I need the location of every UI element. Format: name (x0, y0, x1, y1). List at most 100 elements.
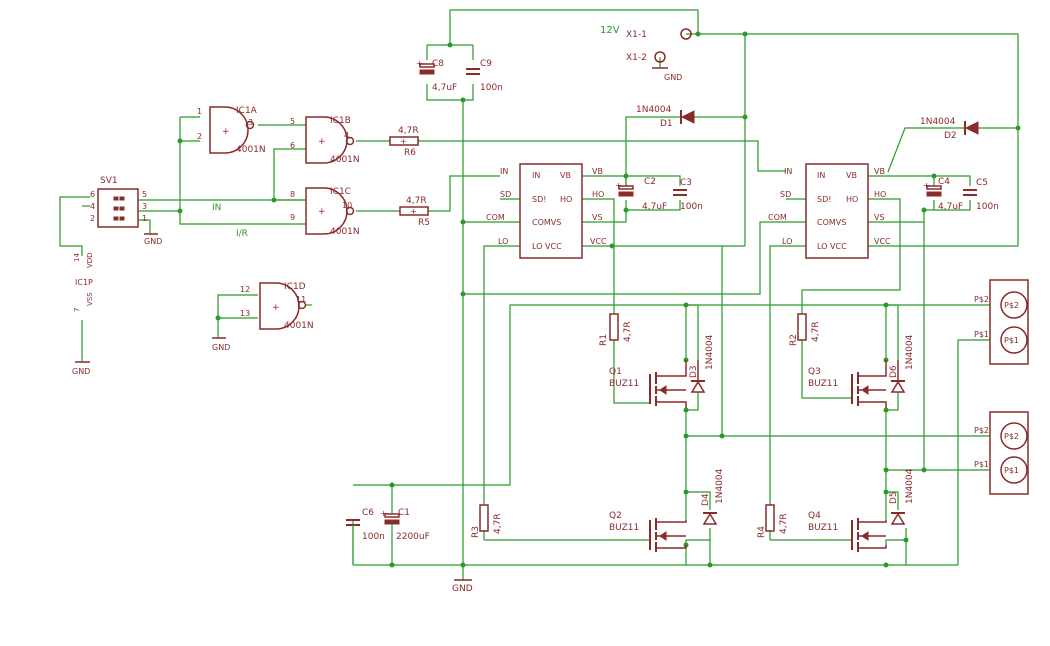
sv1-pin-1: 1 (142, 214, 147, 223)
svg-text:+: + (272, 303, 280, 313)
ic1p-vss: VSS (86, 292, 94, 306)
term2-ps1-label: P$1 (974, 460, 989, 469)
ic1a-pin1: 1 (197, 107, 202, 116)
wires (59, 9, 1019, 580)
gate-ic1c: + IC1C 4001N 8 9 10 (290, 187, 360, 237)
drv2-right-vb: VB (874, 167, 885, 176)
ic1b-type: 4001N (330, 155, 360, 165)
svg-text:+: + (318, 137, 326, 147)
c6-name: C6 (362, 508, 374, 518)
r1-value: 4,7R (623, 321, 633, 342)
r3-value: 4,7R (493, 513, 503, 534)
sv1-pin-6: 6 (90, 190, 95, 199)
diode-d2: 1N4004 D2 (920, 117, 979, 141)
drv1-inner-lovcc: LO VCC (532, 242, 562, 251)
resistor-r6: + 4,7R R6 (389, 126, 419, 158)
drv1-left-in: IN (500, 167, 508, 176)
term1-ps2-label: P$2 (974, 295, 989, 304)
c2-value: 4,7uF (642, 202, 667, 212)
gate-ic1b: + IC1B 4001N 5 6 4 (290, 116, 360, 165)
ic1d-name: IC1D (284, 282, 306, 292)
capacitor-c1: + C1 2200uF (380, 505, 430, 542)
connector-x1: X1-1 X1-2 GND (626, 28, 692, 82)
ic1p-pin7: 7 (73, 308, 81, 312)
capacitor-c9: C9 100n (466, 59, 503, 93)
c9-name: C9 (480, 59, 492, 69)
drv2-inner-lovcc: LO VCC (817, 242, 847, 251)
net-12v-label: 12V (600, 25, 620, 36)
svg-text:+: + (615, 181, 622, 190)
gate-ic1a: + IC1A 4001N 1 2 3 (197, 106, 266, 155)
diode-d4: D4 1N4004 (701, 468, 725, 525)
c8-name: C8 (432, 59, 444, 69)
drv2-left-com: COM (768, 213, 787, 222)
svg-text:+: + (400, 137, 407, 146)
drv1-inner-comvs: COMVS (532, 218, 561, 227)
capacitor-c2: + C2 4,7uF (615, 177, 667, 212)
ic1c-pin10: 10 (342, 201, 352, 210)
sv1-name: SV1 (100, 176, 118, 186)
d6-name: D6 (889, 365, 899, 378)
ic1d-pin13: 13 (240, 309, 250, 318)
mosfet-q2: Q2 BUZ11 (609, 511, 687, 552)
drv1-right-vcc: VCC (590, 237, 607, 246)
drv1-left-lo: LO (498, 237, 508, 246)
r2-value: 4,7R (811, 321, 821, 342)
ic1c-pin8: 8 (290, 190, 295, 199)
diode-d3: D3 1N4004 (689, 334, 715, 393)
resistor-r4: R4 4,7R (757, 504, 789, 538)
r4-value: 4,7R (779, 513, 789, 534)
drv2-inner-in: IN (817, 171, 825, 180)
terminal-block-top: P$2 P$1 P$2 P$1 (974, 279, 1029, 365)
r5-name: R5 (418, 218, 430, 228)
drv1-right-vb: VB (592, 167, 603, 176)
ic1c-name: IC1C (330, 187, 351, 197)
d2-type: 1N4004 (920, 117, 956, 127)
d1-name: D1 (660, 119, 673, 129)
gate-ic1d: + IC1D 4001N 12 13 11 GND (212, 282, 314, 352)
r6-name: R6 (404, 148, 416, 158)
q3-type: BUZ11 (808, 379, 838, 389)
drv2-left-in: IN (784, 167, 792, 176)
main-gnd-label: GND (452, 584, 473, 594)
drv2-inner-comvs: COMVS (817, 218, 846, 227)
c1-name: C1 (398, 508, 410, 518)
svg-text:+: + (923, 181, 930, 190)
driver-ic-left: IN SD COM LO IN SD! COMVS LO VCC VB HO V… (486, 163, 607, 259)
resistor-r5: + 4,7R R5 (399, 196, 430, 228)
driver-ic-right: IN SD COM LO IN SD! COMVS LO VCC VB HO V… (768, 163, 891, 259)
ic1a-pin3: 3 (248, 118, 253, 127)
terminal-block-bottom: P$2 P$1 P$2 P$1 (974, 411, 1029, 495)
sv1-pin-4: 4 (90, 202, 95, 211)
c1-value: 2200uF (396, 532, 430, 542)
d3-name: D3 (689, 365, 699, 378)
c9-value: 100n (480, 83, 503, 93)
ic1b-pin5: 5 (290, 117, 295, 126)
ic1c-pin9: 9 (290, 213, 295, 222)
r5-value: 4,7R (406, 196, 427, 206)
svg-text:+: + (416, 59, 423, 68)
q3-name: Q3 (808, 367, 821, 377)
c5-name: C5 (976, 178, 988, 188)
d5-type: 1N4004 (905, 468, 915, 504)
diode-d1: 1N4004 D1 (636, 105, 695, 129)
mosfet-q4: Q4 BUZ11 (808, 511, 887, 552)
capacitor-c5: C5 100n (963, 178, 999, 212)
drv1-right-vs: VS (592, 213, 603, 222)
ic1b-pin4: 4 (344, 131, 349, 140)
q4-type: BUZ11 (808, 523, 838, 533)
drv2-left-sd: SD (780, 190, 791, 199)
main-gnd-symbol: GND (452, 579, 473, 594)
drv2-inner-vb: VB (846, 171, 857, 180)
r6-value: 4,7R (398, 126, 419, 136)
net-in-label: IN (212, 203, 221, 213)
x1-1-label: X1-1 (626, 30, 647, 40)
ic1a-pin2: 2 (197, 132, 202, 141)
drv1-inner-ho: HO (560, 195, 572, 204)
r2-name: R2 (789, 334, 799, 346)
drv1-right-ho: HO (592, 190, 604, 199)
ic1p-vdd: VDD (86, 252, 94, 268)
ic1d-pin12: 12 (240, 285, 250, 294)
ic1d-gnd-label: GND (212, 343, 230, 352)
x1-gnd-label: GND (664, 73, 682, 82)
